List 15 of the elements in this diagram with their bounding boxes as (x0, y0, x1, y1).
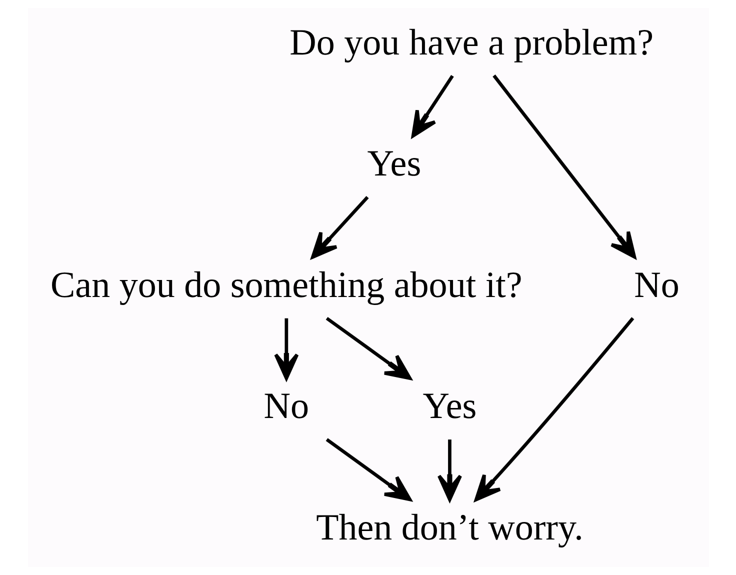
node-text: Yes (366, 144, 421, 185)
arrow (436, 440, 462, 502)
arrow (410, 74, 454, 138)
arrow (492, 74, 636, 259)
arrow (310, 196, 368, 259)
node-text: Yes (422, 386, 476, 428)
node-text: No (634, 264, 679, 306)
node-text: No (263, 386, 309, 428)
node-text: Can you do something about it? (50, 264, 522, 306)
node-text: Do you have a problem? (289, 22, 654, 64)
arrow (325, 438, 412, 502)
arrow (325, 316, 412, 380)
arrow (474, 317, 634, 502)
node-text: Then don’t worry. (316, 507, 583, 548)
arrow (274, 318, 298, 380)
